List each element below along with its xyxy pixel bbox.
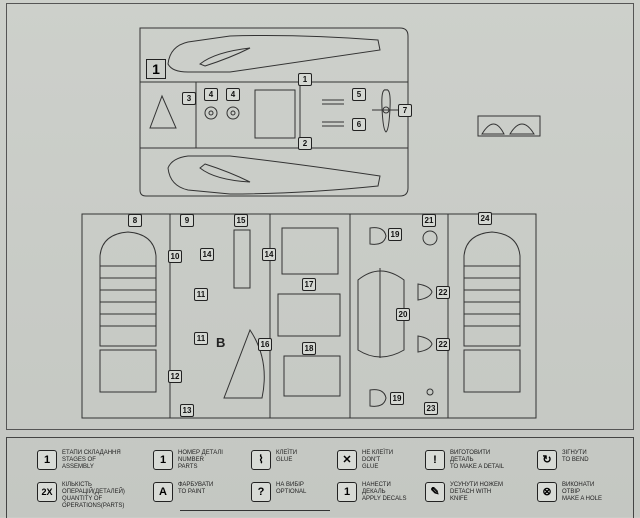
legend-text: НАНЕСТИ ДЕКАЛЬ APPLY DECALS — [362, 482, 407, 502]
part-number: 12 — [168, 370, 182, 383]
part-number: 19 — [390, 392, 404, 405]
wing-right — [463, 231, 521, 347]
quantity-icon: 2X — [37, 482, 57, 502]
part-number: 7 — [398, 104, 412, 117]
part-number: 24 — [478, 212, 492, 225]
parts-frame — [6, 3, 634, 430]
part-number: 22 — [436, 338, 450, 351]
part-number-icon: 1 — [153, 450, 173, 470]
part-number: 23 — [424, 402, 438, 415]
part-number: 18 — [302, 342, 316, 355]
part-number: 14 — [200, 248, 214, 261]
bottom-strip — [180, 510, 330, 518]
legend-text: КІЛЬКІСТЬ ОПЕРАЦІЙ(ДЕТАЛЕЙ) QUANTITY OF … — [62, 482, 125, 509]
part-number: 6 — [352, 118, 366, 131]
paint-icon: A — [153, 482, 173, 502]
part-number: 1 — [298, 73, 312, 86]
bend-icon: ↻ — [537, 450, 557, 470]
decal-icon: 1 — [337, 482, 357, 502]
part-number: 16 — [258, 338, 272, 351]
sprue-number: 1 — [146, 59, 166, 79]
legend-text: НЕ КЛЕЇТИ DON'T GLUE — [362, 450, 394, 470]
part-number: 13 — [180, 404, 194, 417]
drill-icon: ⊗ — [537, 482, 557, 502]
part-number: 14 — [262, 248, 276, 261]
make-detail-icon: ! — [425, 450, 445, 470]
legend-text: ЗІГНУТИ TO BEND — [562, 450, 589, 463]
upper-sprue-frame — [139, 27, 409, 197]
part-number: 2 — [298, 137, 312, 150]
part-number: 15 — [234, 214, 248, 227]
part-number: 20 — [396, 308, 410, 321]
legend-text: ВИКОНАТИ ОТВІР MAKE A HOLE — [562, 482, 603, 502]
part-number: 3 — [182, 92, 196, 105]
no-glue-icon: ✕ — [337, 450, 357, 470]
assembly-stage-icon: 1 — [37, 450, 57, 470]
fuselage-half-lower — [167, 155, 381, 195]
legend-text: НОМЕР ДЕТАЛІ NUMBER PARTS — [178, 450, 223, 470]
wing-left — [99, 231, 157, 347]
part-number: 4 — [204, 88, 218, 101]
knife-icon: ✎ — [425, 482, 445, 502]
part-number: 5 — [352, 88, 366, 101]
part-number: 11 — [194, 288, 208, 301]
fuselage-half-upper — [167, 35, 381, 73]
legend-text: УСУНУТИ НОЖЕМ DETACH WITH KNIFE — [450, 482, 503, 502]
part-number: 9 — [180, 214, 194, 227]
part-letter-b: B — [216, 335, 225, 350]
part-number: 4 — [226, 88, 240, 101]
symbol-legend: 1 ЕТАПИ СКЛАДАННЯ STAGES OF ASSEMBLY 1 Н… — [6, 437, 634, 518]
part-number: 22 — [436, 286, 450, 299]
part-number: 10 — [168, 250, 182, 263]
part-number: 8 — [128, 214, 142, 227]
legend-text: НА ВИБІР OPTIONAL — [276, 482, 307, 495]
part-number: 11 — [194, 332, 208, 345]
legend-text: ЕТАПИ СКЛАДАННЯ STAGES OF ASSEMBLY — [62, 450, 121, 470]
optional-icon: ? — [251, 482, 271, 502]
legend-text: ВИГОТОВИТИ ДЕТАЛЬ TO MAKE A DETAIL — [450, 450, 505, 470]
part-number: 17 — [302, 278, 316, 291]
legend-text: КЛЕЇТИ GLUE — [276, 450, 298, 463]
lower-sprue-frame — [81, 213, 537, 419]
part-number: 19 — [388, 228, 402, 241]
part-number: 21 — [422, 214, 436, 227]
legend-text: ФАРБУВАТИ TO PAINT — [178, 482, 214, 495]
glue-icon: ⌇ — [251, 450, 271, 470]
